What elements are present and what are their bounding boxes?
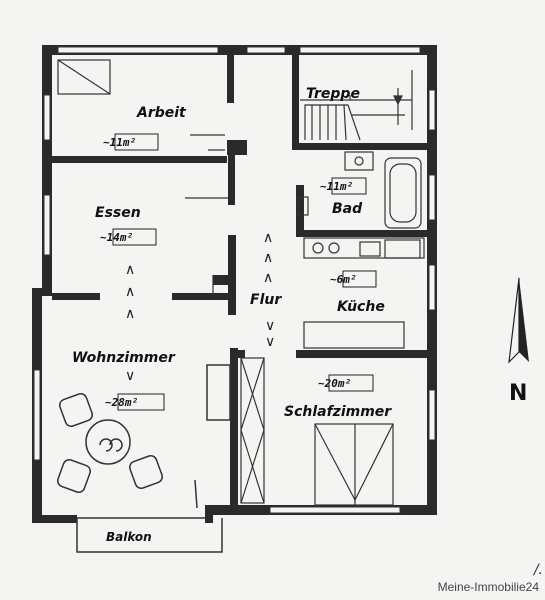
window-left-essen	[43, 194, 51, 256]
arrow-essen-2: ∧	[125, 284, 135, 300]
compass: N	[508, 277, 529, 406]
window-right-treppe	[428, 89, 436, 131]
sink	[344, 151, 374, 171]
room-area-bad: ~11m²	[320, 180, 353, 193]
chair-bottom-left	[56, 458, 92, 494]
wall-bottom-left	[32, 515, 77, 523]
round-table	[85, 419, 131, 465]
window-top-treppe	[299, 46, 421, 54]
schlafzimmer-bed	[314, 423, 394, 506]
wall-corridor-left-bottom	[230, 348, 238, 508]
window-bottom-schlaf	[269, 506, 401, 514]
arrow-down-2: ∨	[265, 334, 275, 350]
arrow-essen-3: ∧	[125, 306, 135, 322]
corner-mark: /.	[533, 562, 543, 578]
room-area-essen: ~14m²	[100, 231, 133, 244]
chair-top-left	[58, 392, 94, 428]
area-boxes	[112, 133, 377, 411]
wall-arbeit-bottom	[52, 156, 227, 163]
room-name-treppe: Treppe	[306, 86, 360, 102]
window-left-wohn	[33, 369, 41, 461]
room-area-schlafzimmer: ~20m²	[318, 377, 351, 390]
window-top-arbeit	[57, 46, 219, 54]
wall-kueche-bottom	[296, 350, 427, 358]
window-right-schlaf	[428, 389, 436, 441]
arrow-down-1: ∨	[265, 318, 275, 334]
room-name-essen: Essen	[95, 205, 141, 221]
wall-stub-1	[213, 275, 233, 285]
counter-top	[303, 237, 425, 259]
room-name-arbeit: Arbeit	[136, 105, 187, 121]
windows	[33, 46, 436, 514]
bad-fixtures	[297, 151, 422, 229]
balkon	[76, 517, 223, 553]
toilet	[297, 196, 309, 216]
room-area-wohnzimmer: ~28m²	[105, 396, 138, 409]
wall-top	[42, 45, 437, 55]
arbeit-desk	[57, 59, 111, 95]
chair-bottom-right	[128, 454, 164, 490]
wall-corridor-left-upper	[227, 55, 234, 103]
wall-bottom-mid	[205, 505, 213, 523]
wall-essen-bottom-left	[52, 293, 100, 300]
arbeit-furniture	[57, 59, 225, 151]
compass-label: N	[509, 381, 527, 406]
wall-corridor-left-mid	[227, 140, 247, 155]
room-name-schlafzimmer: Schlafzimmer	[284, 404, 392, 420]
arrow-up-1: ∧	[263, 230, 273, 246]
room-area-arbeit: ~11m²	[103, 136, 136, 149]
room-name-flur: Flur	[250, 292, 282, 308]
room-name-balkon: Balkon	[106, 530, 152, 544]
arrow-essen-1: ∧	[125, 262, 135, 278]
wall-right-block-left	[292, 55, 299, 150]
interior-walls	[52, 55, 427, 508]
room-name-bad: Bad	[332, 201, 363, 217]
arrow-up-3: ∧	[263, 270, 273, 286]
bathtub	[384, 157, 422, 229]
arrow-wohn-down: ∨	[125, 368, 135, 384]
wall-left-upper	[42, 45, 52, 290]
kueche-fixtures	[303, 237, 425, 349]
room-name-wohnzimmer: Wohnzimmer	[72, 350, 176, 366]
room-name-kueche: Küche	[337, 299, 385, 315]
wall-corridor-left-mid2	[228, 155, 235, 205]
window-top-corridor	[246, 46, 286, 54]
watermark: Meine-Immobilie24	[437, 580, 539, 594]
window-right-bad	[428, 174, 436, 221]
corridor-arrows: ∧ ∧ ∧ ∨ ∨ ∧ ∧ ∧ ∨	[125, 230, 275, 384]
flur-wardrobe	[240, 357, 265, 504]
arrow-up-2: ∧	[263, 250, 273, 266]
sideboard	[206, 364, 231, 421]
window-left-arbeit	[43, 94, 51, 141]
wall-bad-left	[296, 185, 304, 235]
wall-bad-bottom	[296, 230, 427, 237]
compass-needle-icon	[508, 277, 520, 364]
wohnzimmer-furniture	[56, 364, 231, 509]
essen-details	[185, 197, 228, 300]
window-right-kueche	[428, 264, 436, 311]
wall-schlaf-left-top	[230, 350, 245, 358]
counter-bottom	[303, 321, 405, 349]
room-labels: Arbeit ~11m² Treppe ~11m² Bad Essen ~14m…	[72, 86, 392, 544]
wall-essen-bottom-right	[172, 293, 232, 300]
wall-treppe-bottom	[292, 143, 427, 150]
staircase	[300, 70, 413, 141]
